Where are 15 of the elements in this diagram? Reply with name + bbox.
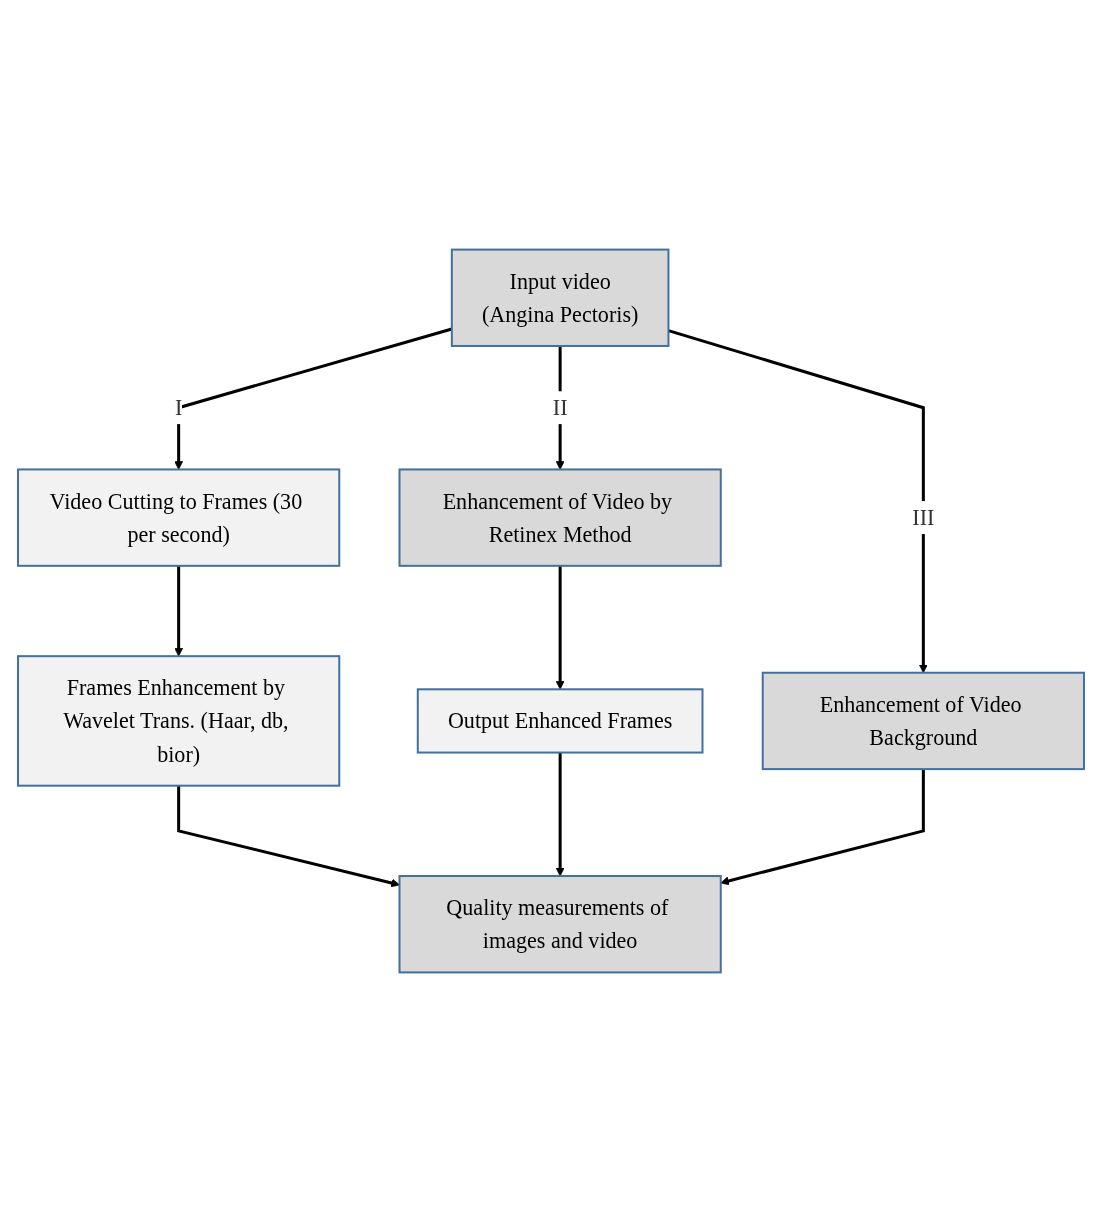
arrow bbox=[174, 565, 184, 657]
node-box: Enhancement of Video Background bbox=[761, 671, 1085, 771]
node-box: Output Enhanced Frames bbox=[416, 688, 704, 754]
edge-label: I bbox=[174, 395, 183, 421]
edge-label: II bbox=[552, 395, 568, 421]
node-box: Enhancement of Video by Retinex Method bbox=[398, 468, 722, 567]
arrow bbox=[555, 565, 565, 690]
node-box: Input video (Angina Pectoris) bbox=[450, 248, 670, 347]
node-box: Quality measurements of images and video bbox=[398, 875, 722, 974]
node-box: Frames Enhancement by Wavelet Trans. (Haar, db, bior) bbox=[17, 655, 341, 787]
arrow bbox=[177, 785, 400, 888]
node-box: Video Cutting to Frames (30 per second) bbox=[17, 468, 341, 567]
arrow bbox=[555, 752, 565, 877]
arrow bbox=[720, 769, 925, 886]
edge-label: III bbox=[912, 505, 935, 531]
